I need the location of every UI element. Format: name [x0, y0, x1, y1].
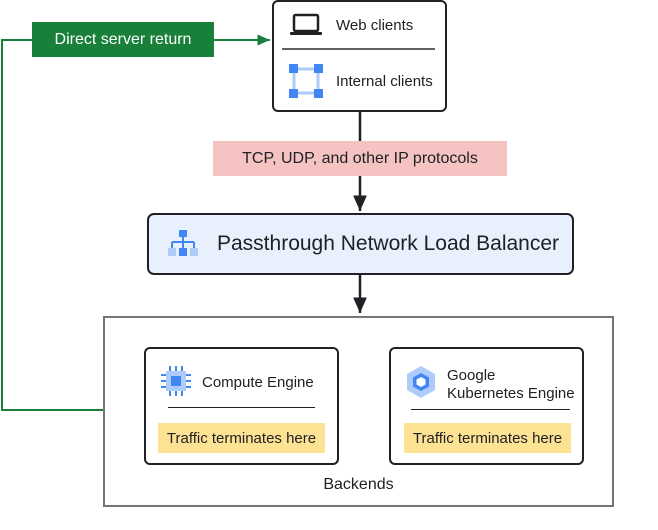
direct-server-return-label: Direct server return — [32, 22, 214, 57]
internal-clients-row: Internal clients — [274, 58, 445, 104]
load-balancer-label: Passthrough Network Load Balancer — [217, 232, 560, 255]
clients-divider — [282, 48, 435, 50]
internal-clients-label: Internal clients — [336, 72, 433, 90]
gke-label-line2: Kubernetes Engine — [447, 385, 575, 402]
compute-engine-label: Compute Engine — [202, 374, 314, 391]
gke-traffic-label: Traffic terminates here — [404, 423, 571, 453]
kubernetes-engine-icon — [405, 365, 437, 404]
compute-engine-traffic-text: Traffic terminates here — [166, 429, 317, 447]
load-balancer-icon — [167, 229, 199, 259]
backends-label: Backends — [323, 476, 394, 493]
laptop-icon — [286, 13, 326, 37]
compute-engine-icon — [160, 365, 192, 402]
gke-divider — [411, 409, 570, 410]
web-clients-label: Web clients — [336, 16, 414, 34]
protocols-text: TCP, UDP, and other IP protocols — [242, 149, 478, 167]
gke-label-line1: Google — [447, 367, 496, 384]
clients-box: Web clients Internal clients — [272, 0, 447, 112]
load-balancer-box: Passthrough Network Load Balancer — [147, 213, 574, 275]
compute-engine-card: Compute Engine Traffic terminates here — [144, 347, 339, 465]
compute-engine-divider — [168, 407, 315, 408]
gke-traffic-text: Traffic terminates here — [412, 429, 563, 447]
direct-server-return-text: Direct server return — [54, 30, 192, 48]
web-clients-row: Web clients — [274, 2, 445, 48]
compute-engine-traffic-label: Traffic terminates here — [158, 423, 325, 453]
gke-card: Google Kubernetes Engine Traffic termina… — [389, 347, 584, 465]
protocols-label: TCP, UDP, and other IP protocols — [213, 141, 507, 176]
internal-clients-icon — [286, 63, 326, 99]
